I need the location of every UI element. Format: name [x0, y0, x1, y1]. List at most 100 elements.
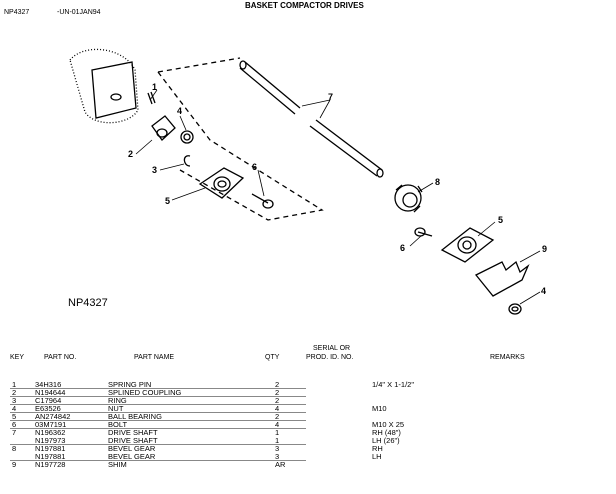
motor-housing [69, 48, 139, 124]
row-key: 7 [12, 428, 17, 437]
row-part-name: NUT [108, 404, 124, 413]
drive-shaft-lower [309, 119, 384, 178]
row-key: 1 [12, 380, 17, 389]
row-qty: 4 [275, 420, 280, 429]
row-part-name: DRIVE SHAFT [108, 428, 158, 437]
row-key: 4 [12, 404, 17, 413]
row-part-no: 34H316 [35, 380, 62, 389]
row-remarks: 1/4" X 1-1/2" [372, 380, 415, 389]
header-key: KEY [10, 354, 25, 361]
header-serial-line2: PROD. ID. NO. [306, 354, 354, 361]
nut-upper [180, 130, 194, 144]
row-qty: 1 [275, 436, 280, 445]
row-part-name: DRIVE SHAFT [108, 436, 158, 445]
header-serial-line1: SERIAL OR [313, 345, 351, 352]
spring-pin [147, 91, 156, 105]
retaining-ring [183, 155, 191, 167]
callout-4b: 4 [541, 286, 546, 296]
callout-2: 2 [128, 149, 133, 159]
row-qty: 2 [275, 388, 280, 397]
row-key: 3 [12, 396, 17, 405]
table-row: 7 N196362 DRIVE SHAFT 1 RH (48") [0, 428, 616, 437]
table-row: 3 C17964 RING 2 [0, 396, 616, 405]
row-key: 5 [12, 412, 17, 421]
exploded-parts-drawing: 1 2 3 4 5 6 7 8 5 6 9 4 [69, 48, 547, 315]
shim-bracket [474, 260, 530, 297]
header-qty: QTY [265, 354, 280, 361]
row-part-name: SHIM [108, 460, 127, 469]
bevel-gear [394, 184, 423, 213]
row-part-no: N196362 [35, 428, 66, 437]
row-part-no: N197973 [35, 436, 66, 445]
row-divider [10, 428, 306, 429]
row-part-name: BEVEL GEAR [108, 444, 156, 453]
table-row: 8 N197881 BEVEL GEAR 3 RH [0, 444, 616, 453]
page-title: BASKET COMPACTOR DRIVES [245, 1, 364, 10]
nut-lower [508, 303, 522, 315]
header-part-name: PART NAME [134, 354, 175, 361]
table-row: N197973 DRIVE SHAFT 1 LH (26") [0, 436, 616, 445]
row-qty: 4 [275, 404, 280, 413]
row-remarks: M10 [372, 404, 387, 413]
bolt-left [251, 193, 274, 209]
table-row: 9 N197728 SHIM AR [0, 460, 616, 469]
row-qty: 1 [275, 428, 280, 437]
row-divider [10, 420, 306, 421]
row-part-no: E63526 [35, 404, 61, 413]
row-divider [10, 396, 306, 397]
drive-shaft-upper [239, 60, 301, 115]
figure-label: NP4327 [68, 297, 108, 309]
row-remarks: LH (26") [372, 436, 400, 445]
row-part-no: AN274842 [35, 412, 71, 421]
row-part-no: N194644 [35, 388, 66, 397]
row-divider [10, 444, 306, 445]
row-qty: 2 [275, 380, 280, 389]
row-qty: 2 [275, 412, 280, 421]
row-part-name: BALL BEARING [108, 412, 162, 421]
row-remarks: RH (48") [372, 428, 401, 437]
row-key: 2 [12, 388, 17, 397]
date-code: -UN-01JAN94 [57, 9, 101, 16]
bearing-flange-left [198, 167, 245, 199]
row-part-no: N197881 [35, 444, 66, 453]
table-row: 4 E63526 NUT 4 M10 [0, 404, 616, 413]
row-part-no: C17964 [35, 396, 62, 405]
row-divider [10, 460, 306, 461]
bolt-right [414, 227, 433, 237]
figure-code: NP4327 [4, 9, 30, 16]
bearing-flange-right [440, 227, 495, 263]
row-qty: 3 [275, 452, 280, 461]
row-qty: 3 [275, 444, 280, 453]
row-part-no: N197881 [35, 452, 66, 461]
splined-coupling [151, 115, 176, 141]
row-remarks: M10 X 25 [372, 420, 405, 429]
callout-1: 1 [152, 82, 157, 92]
table-row: 5 AN274842 BALL BEARING 2 [0, 412, 616, 421]
row-key: 9 [12, 460, 17, 469]
table-row: 2 N194644 SPLINED COUPLING 2 [0, 388, 616, 397]
row-divider [10, 388, 306, 389]
callout-6: 6 [252, 162, 257, 172]
row-key: 6 [12, 420, 17, 429]
row-divider [10, 404, 306, 405]
header-remarks: REMARKS [490, 354, 525, 361]
row-part-no: 03M7191 [35, 420, 67, 429]
row-part-name: SPLINED COUPLING [108, 388, 182, 397]
row-remarks: LH [372, 452, 382, 461]
header-part-no: PART NO. [44, 354, 77, 361]
row-qty: AR [275, 460, 286, 469]
row-part-name: RING [108, 396, 127, 405]
row-key: 8 [12, 444, 17, 453]
callout-4: 4 [177, 106, 182, 116]
callout-5: 5 [165, 196, 170, 206]
row-qty: 2 [275, 396, 280, 405]
callout-7: 7 [328, 92, 333, 102]
row-remarks: RH [372, 444, 383, 453]
callout-8: 8 [435, 177, 440, 187]
row-part-no: N197728 [35, 460, 66, 469]
callout-6b: 6 [400, 243, 405, 253]
callout-5b: 5 [498, 215, 503, 225]
